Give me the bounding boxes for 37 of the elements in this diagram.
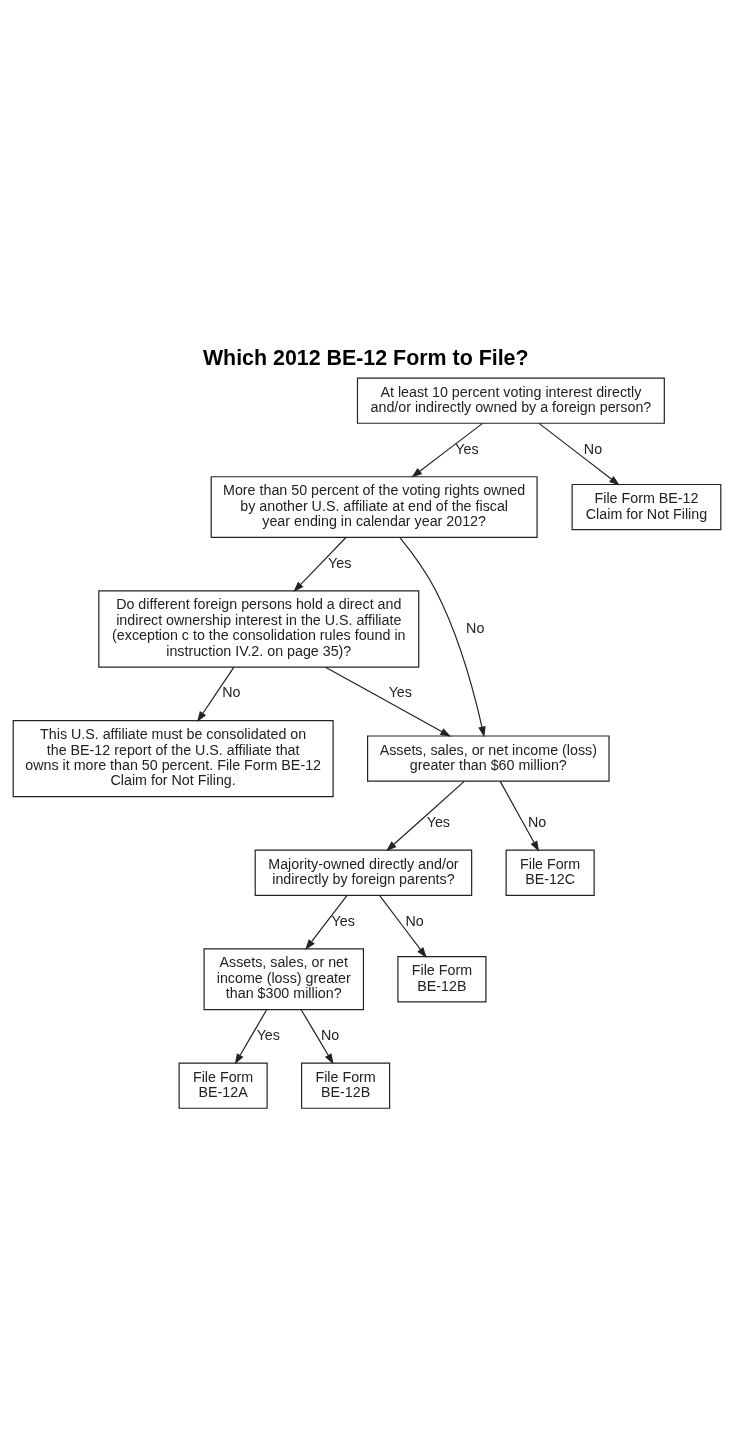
arrow	[386, 780, 465, 852]
edge-label: No	[583, 440, 603, 457]
node-box: File Form BE-12C	[505, 849, 595, 896]
node-box: At least 10 percent voting interest directly and/or indirectly owned by a foreign person?	[356, 377, 665, 424]
arrow	[300, 1009, 334, 1065]
arrow	[538, 422, 620, 486]
edge-label: No	[527, 814, 547, 831]
arrow	[399, 537, 486, 738]
edge-label: No	[321, 1026, 340, 1043]
edge-label: Yes	[388, 684, 412, 701]
edge-label: Yes	[328, 554, 352, 571]
arrow	[305, 894, 348, 951]
arrow	[324, 666, 451, 737]
arrow	[499, 780, 540, 852]
edge-label: Yes	[455, 440, 479, 457]
node-box: This U.S. affiliate must be consolidated on the BE-12 report of the U.S. affiliate that owns it more than 50 percent. File Form BE-12 Claim for Not Filing.	[12, 719, 334, 798]
node-box: Majority-owned directly and/or indirectly by foreign parents?	[254, 849, 473, 896]
node-box: File Form BE-12 Claim for Not Filing	[571, 483, 722, 531]
node-box: File Form BE-12B	[301, 1062, 391, 1109]
arrow	[411, 422, 484, 478]
node-box: Assets, sales, or net income (loss) greater than $60 million?	[367, 735, 610, 782]
node-box: Assets, sales, or net income (loss) greater than $300 million?	[203, 948, 365, 1011]
node-box: Do different foreign persons hold a direct and indirect ownership interest in the U.S. affiliate (exception c to the consolidation rules found in instruction IV.2. on page 35)?	[98, 590, 420, 668]
edge-label: Yes	[426, 814, 450, 831]
node-box: File Form BE-12B	[397, 956, 487, 1003]
arrow	[234, 1009, 268, 1065]
edge-label: Yes	[256, 1026, 280, 1043]
edge-label: No	[222, 684, 241, 701]
arrow	[293, 536, 347, 592]
edge-label: No	[466, 619, 485, 636]
node-box: File Form BE-12A	[178, 1062, 268, 1109]
arrow	[197, 666, 235, 722]
diagram-title: Which 2012 BE-12 Form to File?	[202, 346, 529, 371]
node-box: More than 50 percent of the voting rights owned by another U.S. affiliate at end of the fiscal year ending in calendar year 2012?	[210, 476, 538, 538]
arrow	[379, 894, 427, 958]
edge-label: No	[405, 912, 424, 929]
edge-label: Yes	[331, 912, 355, 929]
